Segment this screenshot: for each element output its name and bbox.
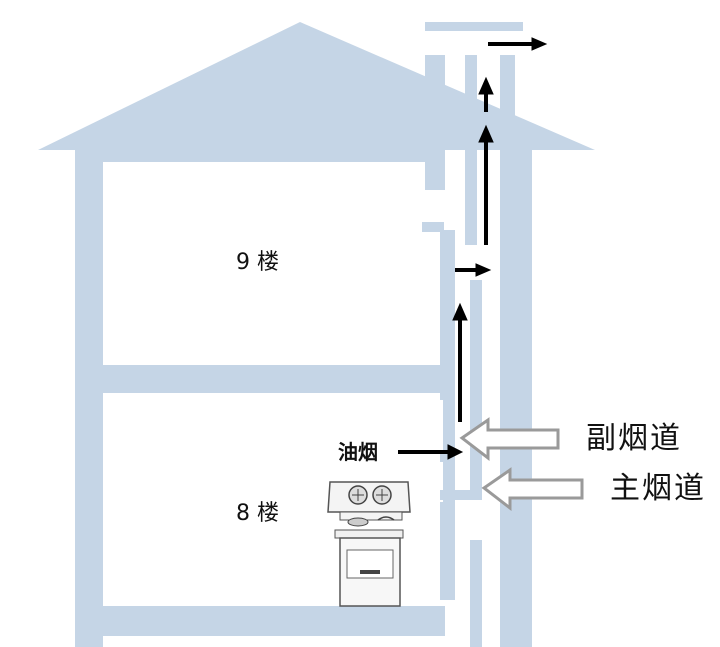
floor-8-label: 8 楼 [236, 501, 279, 526]
secondary-flue-left-wall-upper [425, 55, 445, 190]
chimney-right-wall [500, 55, 515, 150]
secondary-flue-partition-upper [465, 55, 477, 245]
secondary-flue-label: 副烟道 [586, 421, 682, 456]
secondary-flue-partition-lower [470, 540, 482, 647]
left-wall [75, 150, 103, 647]
range-hood-and-stove [327, 481, 411, 607]
secondary-flue-partition [470, 280, 482, 500]
floor-slab-8 [75, 606, 445, 636]
chimney-cap [425, 22, 523, 31]
ceiling-9 [75, 150, 445, 162]
main-flue-pointer-arrow [481, 467, 584, 512]
secondary-flue-left-wall [440, 230, 455, 600]
flow-arrows [398, 37, 548, 460]
floor-9-label: 9 楼 [236, 250, 279, 275]
secondary-flue-pointer-arrow [459, 417, 560, 462]
main-flue-label: 主烟道 [610, 471, 706, 506]
floor-slab-9 [75, 365, 445, 393]
fume-label: 油烟 [338, 440, 378, 464]
main-flue-wall [500, 150, 532, 647]
roof [38, 22, 595, 150]
